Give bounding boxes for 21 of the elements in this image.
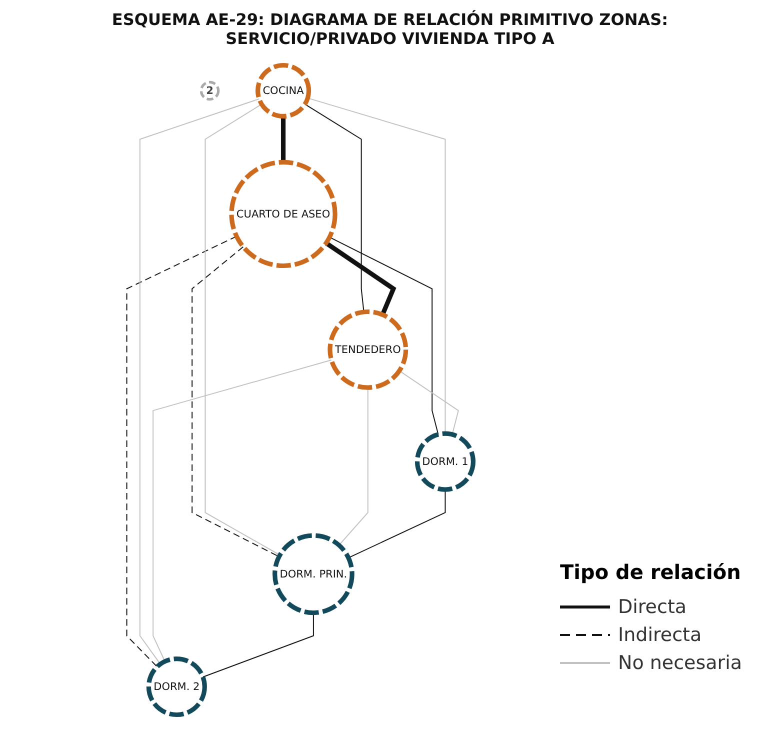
legend-text: Indirecta [618, 624, 702, 646]
node-circle: DORM. 2 [146, 656, 207, 718]
connector [204, 104, 280, 556]
connector [324, 241, 396, 316]
connector [280, 116, 286, 162]
node-circle: 2 [200, 80, 220, 101]
diagram-title: ESQUEMA AE-29: DIAGRAMA DE RELACIÓN PRIMITIVO ZONAS: SERVICIO/PRIVADO VIVIENDA TIPO A [110, 10, 670, 48]
node-circle: TENDEDERO [328, 309, 408, 390]
connector [192, 246, 280, 558]
node-circle: CUARTO DE ASEO [229, 160, 338, 268]
connector [338, 387, 368, 546]
node-circle: DORM. PRIN. [272, 533, 354, 616]
legend-text: No necesaria [618, 652, 742, 674]
connector [126, 236, 238, 668]
connector [398, 370, 459, 435]
node-circle: COCINA [255, 62, 312, 119]
node-circle: DORM. 1 [414, 431, 476, 492]
legend-text: Directa [618, 596, 687, 618]
connector [152, 360, 332, 662]
connector [329, 236, 439, 435]
legend-heading: Tipo de relación [560, 560, 741, 584]
